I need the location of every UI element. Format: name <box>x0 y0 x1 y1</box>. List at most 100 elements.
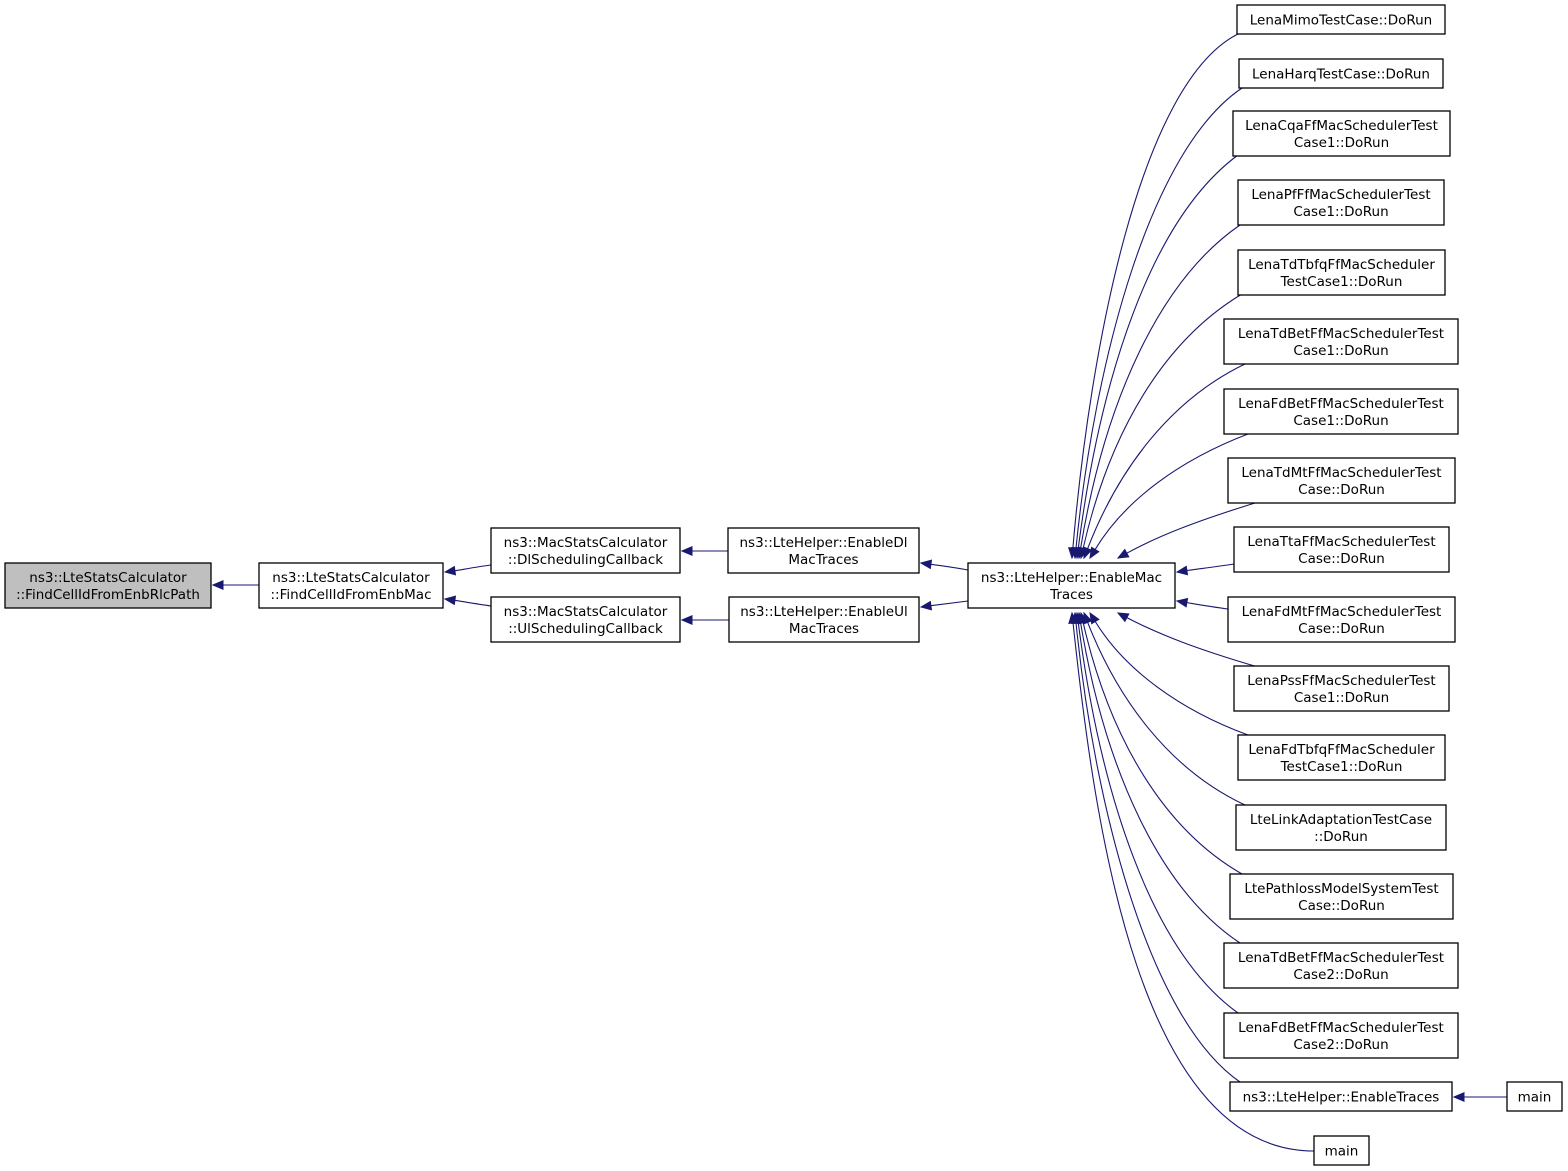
node-label-line: MacTraces <box>788 552 858 568</box>
node-ns3-ltestatscalculator-findcellidfromenbrlcpath[interactable]: ns3::LteStatsCalculator::FindCellIdFromE… <box>4 562 212 609</box>
arrowhead-icon <box>919 559 933 570</box>
node-label-line: LenaTtaFfMacSchedulerTest <box>1247 534 1435 550</box>
node-label-line: ns3::LteHelper::EnableUl <box>740 604 908 620</box>
edge-line <box>1075 87 1243 549</box>
call-edge-r7-to-n6 <box>1116 502 1256 559</box>
node-box <box>1223 1012 1459 1059</box>
arrowhead-icon <box>1068 611 1079 624</box>
node-label-line: ns3::LteStatsCalculator <box>29 570 187 586</box>
node-label-line: LenaFdTbfqFfMacScheduler <box>1248 742 1435 758</box>
node-label-line: Case::DoRun <box>1298 551 1385 567</box>
edge-line <box>1094 433 1249 550</box>
node-label-line: Case1::DoRun <box>1293 413 1388 429</box>
node-label-line: Case::DoRun <box>1298 898 1385 914</box>
node-lenamimotestcase-dorun[interactable]: LenaMimoTestCase::DoRun <box>1236 4 1446 35</box>
node-label-line: ::UlSchedulingCallback <box>508 621 663 637</box>
edge-line <box>1072 622 1315 1152</box>
node-box <box>727 527 920 574</box>
call-edge-n4-to-n2 <box>680 546 728 556</box>
node-ns3-macstatscalculator-ulschedulingcallback[interactable]: ns3::MacStatsCalculator::UlSchedulingCal… <box>490 596 681 643</box>
node-label-line: ::FindCellIdFromEnbRlcPath <box>16 587 200 603</box>
node-label-line: main <box>1518 1090 1552 1106</box>
node-main[interactable]: main <box>1506 1081 1563 1112</box>
node-label-line: LenaFdBetFfMacSchedulerTest <box>1238 396 1444 412</box>
edge-line <box>1075 622 1241 1083</box>
edge-line <box>1080 224 1241 549</box>
node-label-line: ::DlSchedulingCallback <box>508 552 663 568</box>
node-box <box>1232 110 1451 157</box>
call-edge-r16-to-n6 <box>1071 611 1241 1083</box>
edge-line <box>1186 602 1229 610</box>
edge-line <box>454 564 492 572</box>
node-ltelinkadaptationtestcase-dorun[interactable]: LteLinkAdaptationTestCase::DoRun <box>1235 804 1447 851</box>
edge-line <box>1087 622 1246 806</box>
edge-line <box>1080 622 1241 944</box>
node-box <box>1237 249 1446 296</box>
node-box <box>258 562 444 609</box>
node-box <box>1233 526 1450 573</box>
node-lenaharqtestcase-dorun[interactable]: LenaHarqTestCase::DoRun <box>1238 58 1444 89</box>
focus-node-box <box>4 562 212 609</box>
call-edge-r10-to-n6 <box>1116 612 1259 668</box>
node-label-line: Case::DoRun <box>1298 621 1385 637</box>
node-box <box>1233 665 1450 712</box>
node-ns3-ltehelper-enabletraces[interactable]: ns3::LteHelper::EnableTraces <box>1229 1081 1453 1112</box>
node-box <box>1227 457 1456 504</box>
node-box <box>1229 1081 1453 1112</box>
arrowhead-icon <box>1175 597 1189 608</box>
node-label-line: LenaPfFfMacSchedulerTest <box>1251 187 1430 203</box>
node-ns3-ltestatscalculator-findcellidfromenbmac[interactable]: ns3::LteStatsCalculator::FindCellIdFromE… <box>258 562 444 609</box>
node-label-line: MacTraces <box>789 621 859 637</box>
arrowhead-icon <box>680 546 693 556</box>
call-edge-r8-to-n6 <box>1175 563 1235 576</box>
call-edge-r5-to-n6 <box>1083 363 1246 560</box>
node-box <box>728 596 920 643</box>
edge-line <box>1072 32 1241 549</box>
node-box <box>490 527 681 574</box>
node-label-line: LenaMimoTestCase::DoRun <box>1250 13 1433 29</box>
node-ns3-macstatscalculator-dlschedulingcallback[interactable]: ns3::MacStatsCalculator::DlSchedulingCal… <box>490 527 681 574</box>
call-edge-n6-to-n4 <box>919 559 969 571</box>
node-label-line: LenaCqaFfMacSchedulerTest <box>1245 118 1438 134</box>
call-edge-r17-to-n6 <box>1068 611 1315 1152</box>
node-label-line: LenaTdBetFfMacSchedulerTest <box>1238 950 1444 966</box>
node-label-line: ::DoRun <box>1314 829 1368 845</box>
arrowhead-icon <box>919 600 933 611</box>
call-edge-r3-to-n6 <box>1075 224 1241 560</box>
edges-layer <box>211 32 1507 1152</box>
call-edge-n3-to-n1 <box>443 595 492 607</box>
edge-line <box>1186 563 1235 572</box>
node-label-line: LenaHarqTestCase::DoRun <box>1252 67 1430 83</box>
node-label-line: Case1::DoRun <box>1293 204 1388 220</box>
node-label-line: ns3::LteStatsCalculator <box>272 570 430 586</box>
arrowhead-icon <box>443 595 457 606</box>
call-edge-r6-to-n6 <box>1089 433 1249 560</box>
call-edge-r9-to-n6 <box>1175 597 1229 610</box>
node-label-line: Case1::DoRun <box>1294 690 1389 706</box>
node-main[interactable]: main <box>1313 1135 1370 1166</box>
node-label-line: Traces <box>1049 587 1093 603</box>
node-box <box>1238 58 1444 89</box>
call-edge-r14-to-n6 <box>1075 611 1241 944</box>
arrowhead-icon <box>680 615 693 625</box>
node-label-line: LenaFdMtFfMacSchedulerTest <box>1242 604 1442 620</box>
call-edge-n1-to-n0 <box>211 580 259 590</box>
node-box <box>1237 179 1445 226</box>
